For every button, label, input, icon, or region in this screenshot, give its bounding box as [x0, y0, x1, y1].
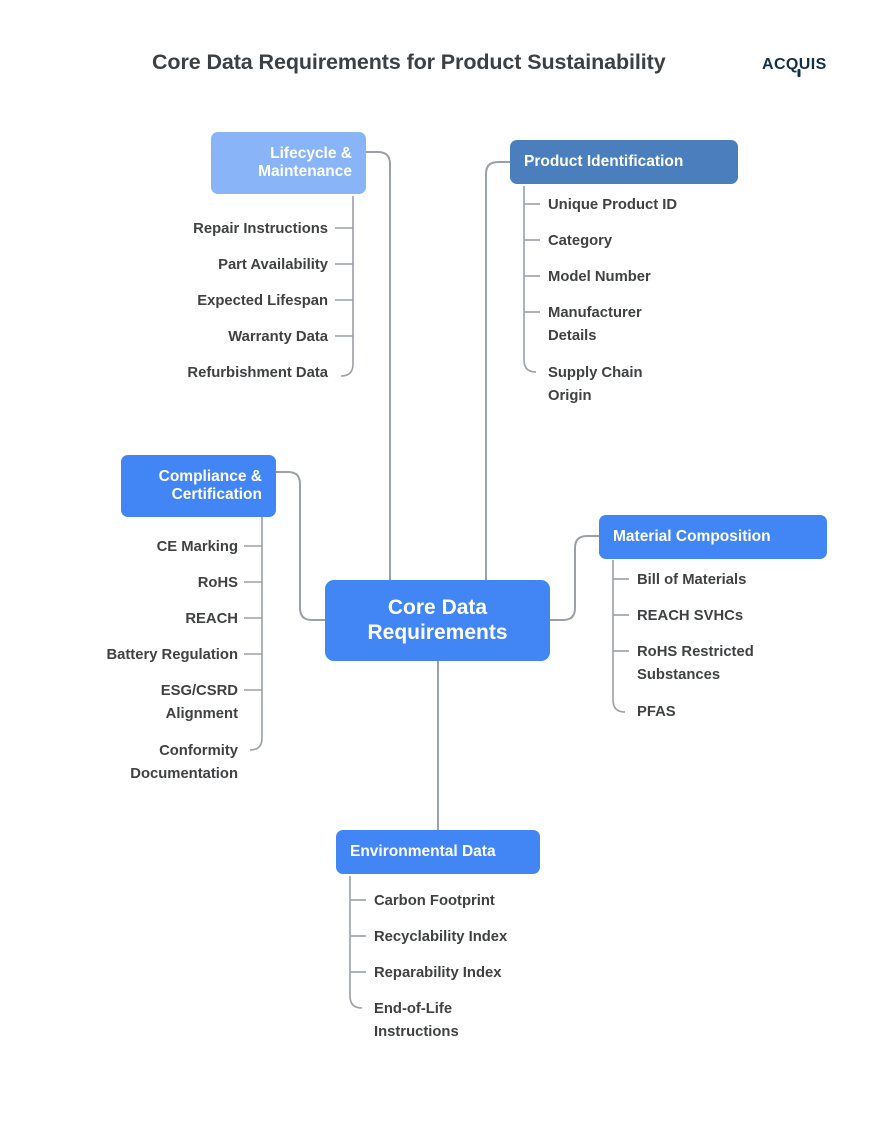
connector-compliance-to-center — [276, 471, 325, 621]
branch-node-lifecycle-maintenance[interactable]: Lifecycle & Maintenance — [211, 132, 366, 194]
leaf-productid-manufacturer-details[interactable]: Manufacturer Details — [548, 305, 642, 344]
leaf-compliance-esg-csrd-alignment[interactable]: ESG/CSRD Alignment — [160, 683, 238, 722]
leaf-compliance-conformity-documentation[interactable]: Conformity Documentation — [130, 743, 238, 782]
connector-lifecycle-to-center — [366, 151, 391, 590]
leaf-environmental-end-of-life-instructions[interactable]: End-of-Life Instructions — [374, 1001, 459, 1040]
brand-logo-text-a: ACQ — [762, 56, 799, 73]
spine-compliance — [249, 512, 263, 751]
leaf-environmental-recyclability-index[interactable]: Recyclability Index — [374, 929, 508, 945]
leaf-lifecycle-refurbishment-data[interactable]: Refurbishment Data — [187, 365, 328, 381]
center-node[interactable]: Core Data Requirements — [325, 580, 550, 661]
leaf-compliance-battery-regulation[interactable]: Battery Regulation — [106, 647, 238, 663]
leaf-productid-unique-product-id[interactable]: Unique Product ID — [548, 197, 678, 213]
brand-logo-text-b: UIS — [798, 56, 827, 73]
connector-material-to-center — [550, 535, 599, 621]
spine-material — [612, 560, 626, 713]
leaf-material-rohs-restricted-substances[interactable]: RoHS Restricted Substances — [637, 644, 754, 683]
leaf-compliance-rohs[interactable]: RoHS — [197, 575, 238, 591]
leaf-material-reach-svhcs[interactable]: REACH SVHCs — [637, 608, 744, 624]
leaf-material-pfas[interactable]: PFAS — [637, 704, 676, 720]
leaf-productid-category[interactable]: Category — [548, 233, 613, 249]
leaf-lifecycle-part-availability[interactable]: Part Availability — [218, 257, 328, 273]
spine-productid — [523, 186, 537, 373]
branch-node-environmental-data[interactable]: Environmental Data — [336, 830, 540, 874]
page-title: Core Data Requirements for Product Susta… — [152, 50, 666, 74]
spine-environmental — [349, 876, 363, 1009]
leaf-productid-model-number[interactable]: Model Number — [548, 269, 651, 285]
leaf-lifecycle-expected-lifespan[interactable]: Expected Lifespan — [197, 293, 328, 309]
leaf-productid-supply-chain-origin[interactable]: Supply Chain Origin — [548, 365, 643, 404]
branch-node-material-composition[interactable]: Material Composition — [599, 515, 827, 559]
leaf-environmental-carbon-footprint[interactable]: Carbon Footprint — [374, 893, 495, 909]
spine-lifecycle — [340, 196, 354, 377]
connector-productid-to-center — [485, 161, 510, 590]
leaf-compliance-ce-marking[interactable]: CE Marking — [156, 539, 238, 555]
leaf-lifecycle-repair-instructions[interactable]: Repair Instructions — [193, 221, 328, 237]
branch-node-compliance-certification[interactable]: Compliance & Certification — [121, 455, 276, 517]
leaf-environmental-reparability-index[interactable]: Reparability Index — [374, 965, 502, 981]
leaf-compliance-reach[interactable]: REACH — [185, 611, 238, 627]
leaf-material-bill-of-materials[interactable]: Bill of Materials — [637, 572, 747, 588]
leaf-lifecycle-warranty-data[interactable]: Warranty Data — [228, 329, 328, 345]
branch-node-product-identification[interactable]: Product Identification — [510, 140, 738, 184]
